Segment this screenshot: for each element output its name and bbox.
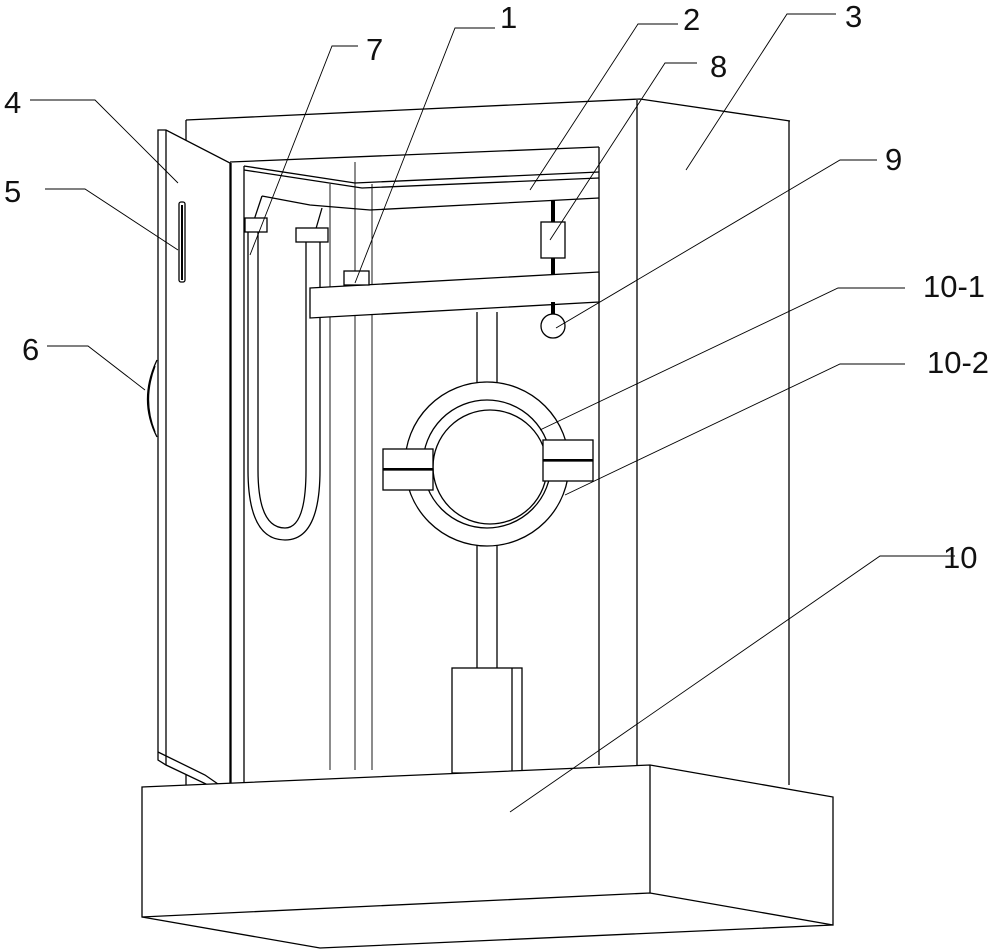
leader-7 xyxy=(249,45,358,256)
clamp-left-ear-lower xyxy=(382,469,434,491)
leader-3 xyxy=(685,13,836,171)
hose-clamp-left xyxy=(244,217,268,233)
clamp-right-ear-upper xyxy=(542,439,594,461)
leader-5 xyxy=(45,188,179,251)
leader-4 xyxy=(30,99,179,184)
actuator-block xyxy=(451,667,523,774)
leader-1 xyxy=(354,27,495,284)
spring-damper xyxy=(540,200,566,274)
cabinet-body xyxy=(185,98,791,785)
leader-10-2 xyxy=(564,363,905,496)
leader-10 xyxy=(509,555,955,813)
label-1: 1 xyxy=(500,0,517,35)
base xyxy=(141,764,834,949)
base-body xyxy=(141,764,834,926)
door xyxy=(157,129,231,786)
top-panel-bottom-edge xyxy=(261,195,600,211)
hose xyxy=(244,195,329,541)
cabinet-top-edge xyxy=(185,98,791,122)
label-10-1: 10-1 xyxy=(923,269,985,304)
leader-lines xyxy=(30,13,955,813)
label-5: 5 xyxy=(4,174,21,209)
side-knob-inner xyxy=(147,365,156,433)
pipe-clamp xyxy=(382,381,594,547)
door-bottom-bevel xyxy=(157,751,219,785)
hose-inner xyxy=(257,232,307,529)
leader-6 xyxy=(47,345,146,391)
label-3: 3 xyxy=(845,0,862,34)
leader-8 xyxy=(549,62,697,241)
top-panel-lower-edge xyxy=(243,169,600,189)
sensor xyxy=(540,313,566,339)
door-panel xyxy=(157,129,231,786)
label-4: 4 xyxy=(4,85,21,120)
pipe-bore xyxy=(432,409,548,525)
label-7: 7 xyxy=(366,32,383,67)
label-6: 6 xyxy=(22,332,39,367)
leader-9 xyxy=(555,159,877,329)
leader-2 xyxy=(529,23,678,191)
damper-body xyxy=(540,221,566,259)
opening-top-edge xyxy=(229,146,600,163)
hose-clamp-right xyxy=(295,227,329,243)
label-10-2: 10-2 xyxy=(927,345,989,380)
clamp-right-ear-lower xyxy=(542,460,594,482)
top-panel xyxy=(243,162,600,770)
label-8: 8 xyxy=(710,49,727,84)
crossbeam-body xyxy=(309,271,600,319)
clamp-left-ear-upper xyxy=(382,448,434,470)
labels: 4 5 6 7 1 2 8 3 9 10-1 10-2 10 xyxy=(4,0,989,575)
label-2: 2 xyxy=(683,2,700,37)
label-9: 9 xyxy=(885,142,902,177)
hose-outer xyxy=(247,232,321,541)
door-handle xyxy=(178,201,186,283)
leader-10-1 xyxy=(539,287,905,431)
crossbeam xyxy=(309,270,600,319)
label-10: 10 xyxy=(943,540,977,575)
base-bottom-edge xyxy=(141,916,834,949)
